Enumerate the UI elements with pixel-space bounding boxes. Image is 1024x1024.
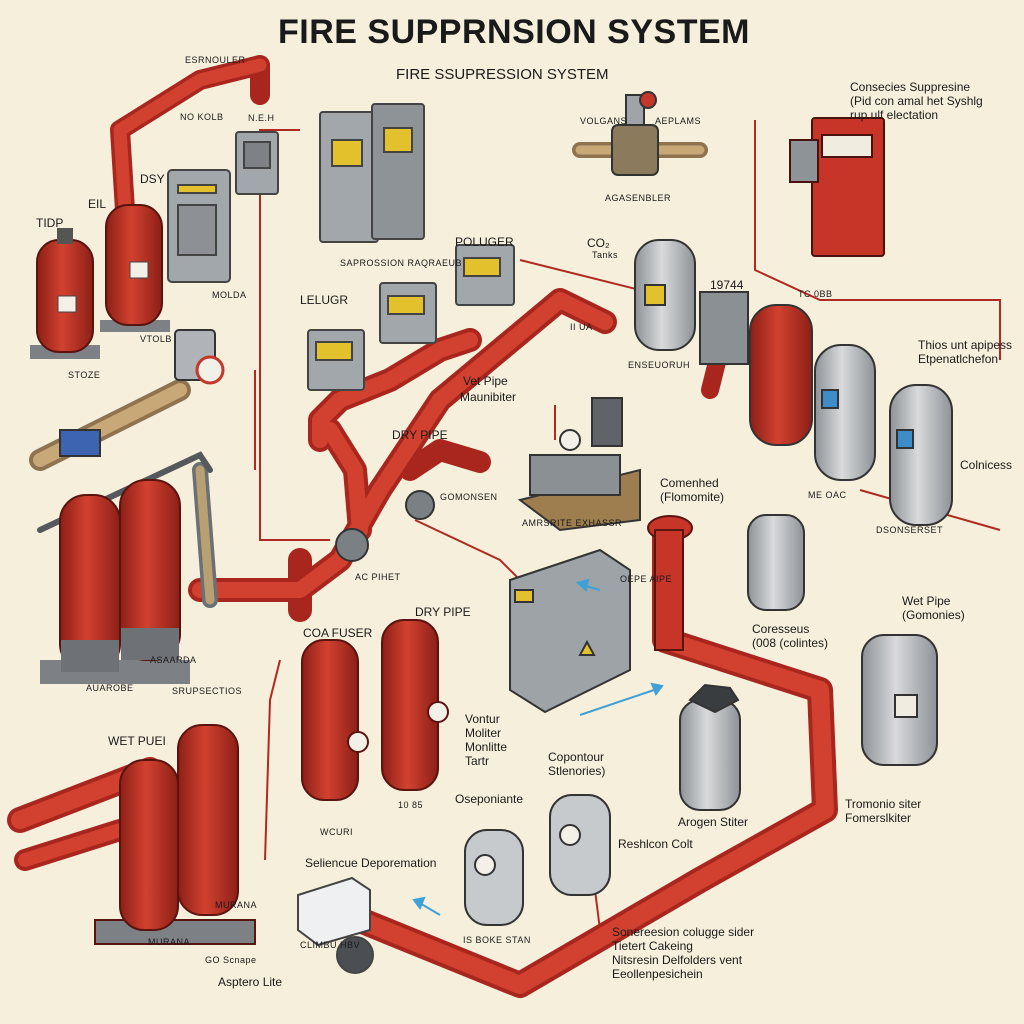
co2-tank-assembly bbox=[634, 239, 953, 526]
pressure-vessels bbox=[464, 794, 611, 926]
label-comenhed: Comenhed (Flomomite) bbox=[660, 476, 725, 504]
label-dry-pipe-lower: DRY PIPE bbox=[415, 605, 471, 619]
label-seliencue-deporemation: Seliencue Deporemation bbox=[305, 856, 437, 870]
label-tanks: Tanks bbox=[592, 250, 619, 260]
label-co-tanks: CO₂ bbox=[587, 236, 610, 250]
label-sonereesion-colugge: Sonereesion colugge sider Tietert Cakein… bbox=[612, 925, 755, 981]
flow-arrows bbox=[412, 578, 664, 916]
label-thios-unt-apipess: Thios unt apipess Etpenatlchefon bbox=[918, 338, 1013, 366]
label-arogen-stiter: Arogen Stiter bbox=[678, 815, 749, 829]
valve-assemblies bbox=[59, 329, 435, 562]
label-dsonserset: DSONSERSET bbox=[876, 525, 944, 535]
label-asensbler: AGASENBLER bbox=[605, 193, 672, 203]
label-ac-pihet: AC PIHET bbox=[355, 572, 401, 582]
label-auarobe: AUAROBE bbox=[86, 683, 134, 693]
standpipe-riser bbox=[647, 515, 693, 651]
label-asptero-lite: Asptero Lite bbox=[218, 975, 283, 989]
label-ii-ua: II UA bbox=[570, 322, 593, 332]
cylinder-group-lower-center bbox=[301, 619, 449, 801]
label-colnicess: Colnicess bbox=[960, 458, 1013, 472]
label-volgans: VOLGANS bbox=[580, 116, 628, 126]
pump-skid bbox=[517, 397, 641, 532]
label-go-scnape: GO Scnape bbox=[205, 955, 257, 965]
label-vtolb: VTOLB bbox=[140, 334, 172, 344]
label-dry-pipe-upper: DRY PIPE bbox=[392, 428, 448, 442]
label-oepe-aipe: OEPE AIPE bbox=[620, 574, 673, 584]
label-is-boke-stan: IS BOKE STAN bbox=[463, 935, 531, 945]
label-asaarda: ASAARDA bbox=[150, 655, 197, 665]
label-eil: EIL bbox=[88, 197, 107, 211]
electrical-cabinet bbox=[509, 548, 631, 714]
cylinder-group-left-middle bbox=[40, 479, 190, 684]
label-neh: N.E.H bbox=[248, 113, 275, 123]
label-vontur-moliter: Vontur Moliter Monlitte Tartr bbox=[465, 712, 508, 768]
label-tidp: TIDP bbox=[36, 216, 64, 230]
label-poluger: POLUGER bbox=[455, 235, 514, 249]
label-10-85: 10 85 bbox=[398, 800, 424, 810]
label-srupsectios: SRUPSECTIOS bbox=[172, 686, 243, 696]
label-enseuoruh: ENSEUORUH bbox=[628, 360, 691, 370]
label-wcuri: WCURI bbox=[320, 827, 353, 837]
label-19744: 19744 bbox=[710, 278, 744, 292]
label-dsy: DSY bbox=[140, 172, 165, 186]
label-oseponiante: Oseponiante bbox=[455, 792, 524, 806]
label-molda: MOLDA bbox=[212, 290, 247, 300]
label-reshlcon-colt: Reshlcon Colt bbox=[618, 837, 693, 851]
alarm-panel bbox=[789, 117, 885, 257]
label-ohmsrite-exhassr: AMRSRITE EXHASSR bbox=[522, 518, 623, 528]
control-valve-top bbox=[611, 91, 659, 176]
label-tc-0bb: TC 0BB bbox=[798, 289, 833, 299]
label-aeplams: AEPLAMS bbox=[655, 116, 702, 126]
diagram-subtitle: FIRE SSUPRESSION SYSTEM bbox=[396, 66, 609, 83]
label-me-oac: ME OAC bbox=[808, 490, 847, 500]
label-coa-fuser: COA FUSER bbox=[303, 626, 373, 640]
label-coresseus: Coresseus (008 (colintes) bbox=[752, 622, 829, 650]
label-murana-lower: MURANA bbox=[148, 937, 191, 947]
control-cabinets bbox=[167, 103, 515, 391]
label-gomonsen: GOMONSEN bbox=[440, 492, 498, 502]
label-tromonio-siter: Tromonio siter Fomerslkiter bbox=[845, 797, 922, 825]
label-eernouler: ESRNOULER bbox=[185, 55, 246, 65]
label-saprossion: SAPROSSION RAQRAEUB bbox=[340, 258, 463, 268]
label-no-kolb: NO KOLB bbox=[180, 112, 224, 122]
label-climbu-hbv: CLIMBU HBV bbox=[300, 940, 361, 950]
label-wet-puei: WET PUEI bbox=[108, 734, 166, 748]
cylinder-group-lower-left bbox=[94, 724, 256, 945]
connector-lines bbox=[254, 120, 1001, 931]
label-vet-pipe: Vet Pipe bbox=[463, 374, 508, 388]
label-maunibiter: Maunibiter bbox=[460, 390, 517, 404]
label-consecies-suppresine: Consecies Suppresine (Pid con amal het S… bbox=[850, 80, 983, 122]
label-wet-pipe-right: Wet Pipe (Gomonies) bbox=[902, 594, 965, 622]
diagram-title: FIRE SUPPRNSION SYSTEM bbox=[278, 13, 750, 51]
label-copontour: Copontour Stlenories) bbox=[548, 750, 606, 778]
detection-module bbox=[297, 876, 374, 974]
label-murana-upper: MURANA bbox=[215, 900, 258, 910]
label-stoze: STOZE bbox=[68, 370, 101, 380]
storage-tanks-right bbox=[679, 514, 938, 811]
cylinder-group-top-left bbox=[30, 204, 170, 359]
label-lelugr: LELUGR bbox=[300, 293, 349, 307]
